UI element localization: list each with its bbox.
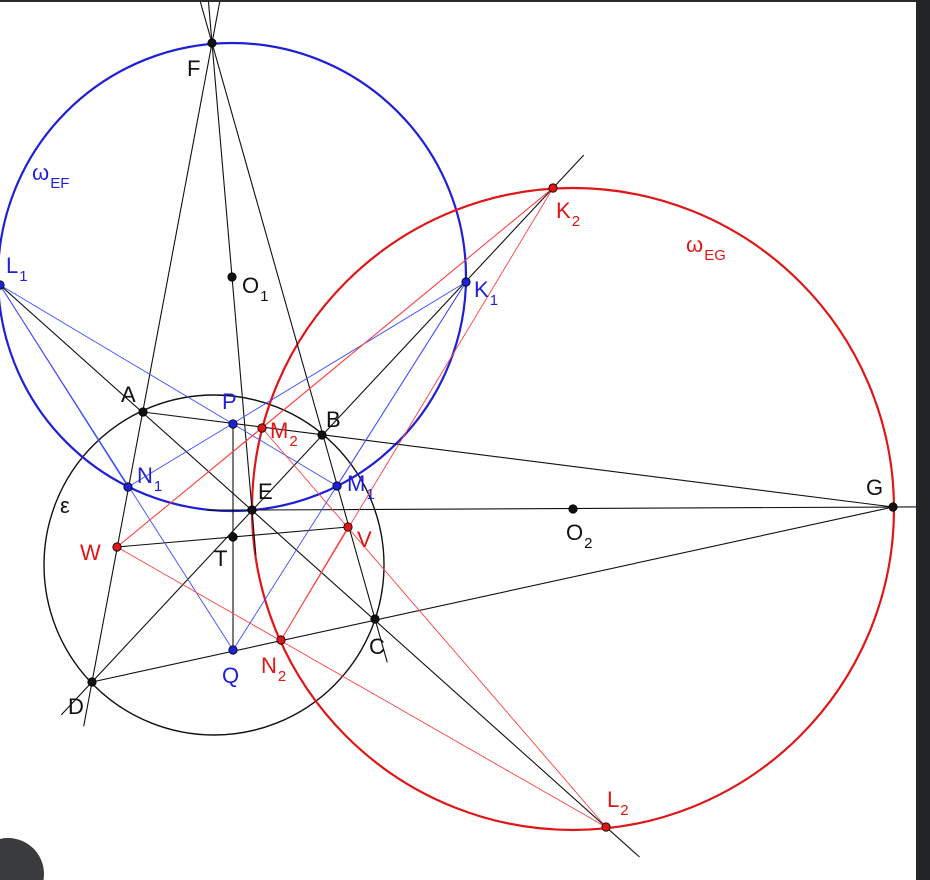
label-M1: M1 <box>347 471 375 503</box>
line-L2-W <box>116 546 607 828</box>
circles-layer <box>0 41 896 832</box>
label-K2: K2 <box>556 198 580 230</box>
line-A-G <box>142 411 894 508</box>
line-F-C <box>199 0 388 663</box>
point-B <box>317 430 327 440</box>
lines-layer <box>0 0 930 858</box>
top-border <box>0 0 930 2</box>
point-D <box>87 677 97 687</box>
label-L1: L1 <box>6 253 28 285</box>
label-G: G <box>866 475 883 500</box>
point-C <box>370 614 380 624</box>
line-K2-N2 <box>280 187 554 641</box>
label-A: A <box>121 382 136 407</box>
label-Q: Q <box>222 663 239 688</box>
label-ωEG: ωEG <box>686 232 726 264</box>
label-N1: N1 <box>137 463 162 495</box>
line-F-D <box>83 0 221 727</box>
point-K2 <box>548 183 558 193</box>
line-L1-L2 <box>0 284 640 858</box>
point-L2 <box>601 822 611 832</box>
point-L1 <box>0 280 5 290</box>
label-T: T <box>214 546 227 571</box>
line-L2-M2 <box>261 427 607 828</box>
label-V: V <box>357 527 372 552</box>
line-D-G <box>91 506 894 683</box>
label-B: B <box>326 407 341 432</box>
point-E <box>247 505 257 515</box>
label-K1: K1 <box>474 277 498 309</box>
label-C: C <box>369 634 385 659</box>
label-F: F <box>187 56 200 81</box>
label-O2: O2 <box>566 520 592 552</box>
label-W: W <box>80 540 101 565</box>
point-F <box>207 38 217 48</box>
point-N1 <box>123 482 133 492</box>
line-L1-M1 <box>0 284 338 487</box>
label-O1: O1 <box>242 273 268 305</box>
label-P: P <box>222 389 237 414</box>
label-ε: ε <box>60 493 70 518</box>
point-N2 <box>276 635 286 645</box>
line-L1-Q <box>0 284 234 651</box>
point-G <box>888 502 898 512</box>
point-Q <box>228 645 238 655</box>
label-L2: L2 <box>607 787 629 819</box>
point-V <box>343 522 353 532</box>
point-O2 <box>568 504 578 514</box>
right-scrollbar-gutter <box>916 0 930 880</box>
circle-omegaEF <box>0 41 468 513</box>
point-M2 <box>257 423 267 433</box>
label-N2: N2 <box>261 653 286 685</box>
line-K1-N1 <box>127 281 467 488</box>
point-W <box>112 542 122 552</box>
circle-epsilon <box>43 394 385 736</box>
line-W-M2 <box>116 427 263 548</box>
label-E: E <box>258 479 273 504</box>
point-T <box>228 532 238 542</box>
line-K1-Q <box>232 281 467 651</box>
label-M2: M2 <box>270 418 298 450</box>
line-K2-M2 <box>261 187 554 429</box>
point-A <box>138 407 148 417</box>
points-layer <box>0 38 898 832</box>
point-P <box>228 419 238 429</box>
label-ωEF: ωEF <box>32 160 69 192</box>
point-O1 <box>227 272 237 282</box>
label-D: D <box>68 694 84 719</box>
point-K1 <box>461 277 471 287</box>
point-M1 <box>332 481 342 491</box>
line-N2-V <box>280 526 349 641</box>
